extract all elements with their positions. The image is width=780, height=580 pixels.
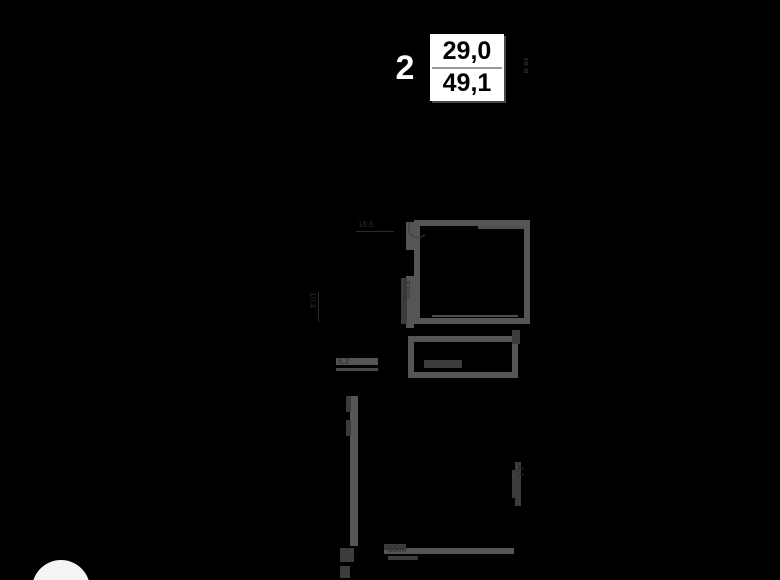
wall-kitchen-left: [408, 336, 414, 378]
wall-loggia-foot: [340, 548, 354, 562]
wall-upper-room-right: [524, 220, 530, 324]
room-label-1: 10,4: [308, 292, 317, 308]
window-upper-room-bottom: [432, 315, 518, 317]
wall-kitchen-top: [408, 336, 518, 342]
wall-kitchen-right: [512, 336, 518, 378]
total-area-value: 49,1: [432, 66, 502, 99]
room-label-2: 6,2: [338, 357, 350, 366]
door-arc-entry: [408, 218, 428, 238]
area-values-panel: 29,0 49,1: [430, 34, 504, 101]
wall-upper-room-bottom: [414, 318, 530, 324]
area-badge: 2 29,0 49,1: [379, 33, 505, 102]
wall-upper-room-left: [414, 220, 420, 324]
wall-loggia-notch-a: [346, 396, 351, 412]
room-label-3: 4,1: [516, 466, 525, 478]
wall-hall-vertical-mid: [406, 276, 414, 328]
living-area-value: 29,0: [432, 36, 502, 67]
dim-label-bottom: 5600: [388, 545, 407, 554]
dim-line-top: [356, 231, 394, 232]
wall-kitchen-right-stub: [512, 330, 520, 344]
window-living-bottom: [388, 556, 418, 560]
wall-hall-notch: [401, 278, 407, 324]
wall-bath-top: [336, 358, 378, 365]
kitchen-counter: [424, 360, 462, 368]
wall-loggia-foot-2: [340, 566, 350, 578]
wall-living-bottom-stub: [384, 544, 406, 550]
wall-hall-vertical-left: [406, 222, 414, 250]
watermark-circle: [32, 560, 90, 580]
window-upper-room-top: [478, 226, 524, 229]
area-unit-label: кв.м: [522, 58, 529, 74]
dim-label-hall: 3700: [402, 280, 411, 299]
wall-loggia-left: [350, 396, 358, 546]
wall-upper-room-top: [414, 220, 530, 226]
wall-living-right-inner: [512, 470, 516, 498]
wall-living-bottom: [384, 548, 514, 554]
wall-loggia-notch-b: [346, 420, 351, 436]
wall-kitchen-bottom: [408, 372, 518, 378]
dim-line-left: [318, 292, 319, 322]
room-label-0: 18,6: [358, 220, 374, 229]
wall-living-right: [515, 462, 521, 506]
room-count-value: 2: [380, 34, 430, 101]
wall-bath-bottom: [336, 368, 378, 371]
